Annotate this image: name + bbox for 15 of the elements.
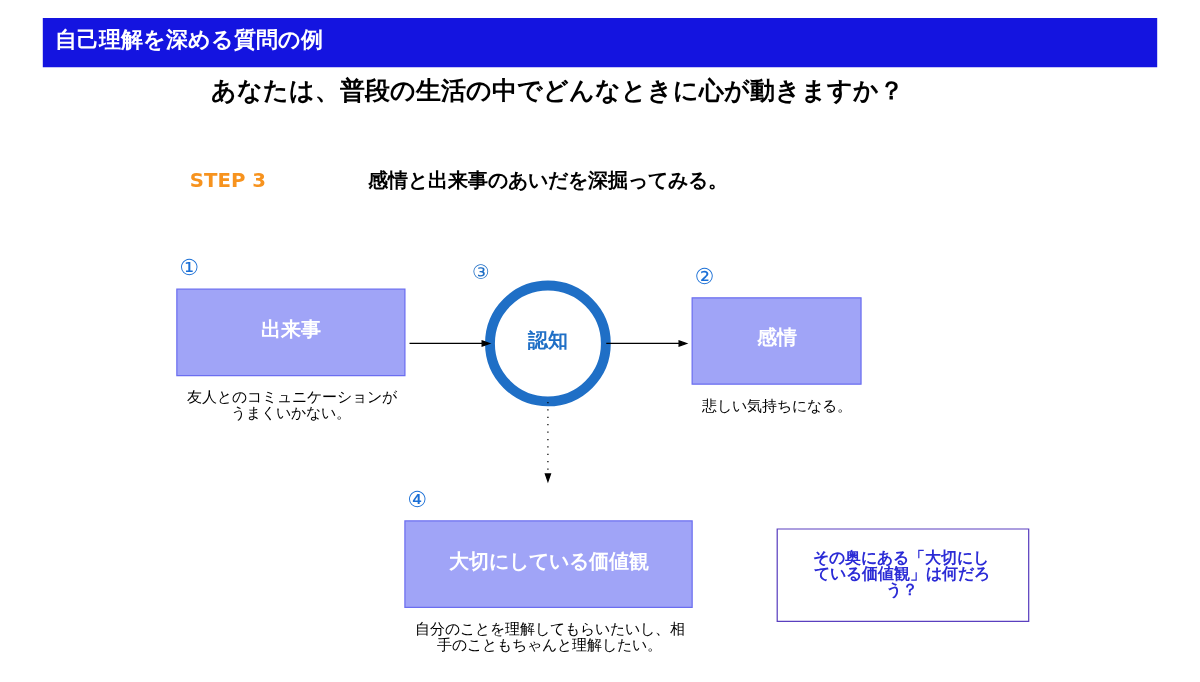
node-label: ①	[179, 253, 200, 280]
arrow	[605, 340, 689, 347]
node-box: その奥にある「大切にしている価値観」は何だろう？	[776, 528, 1030, 623]
arrow	[544, 401, 552, 484]
node-label: 自分のことを理解してもらいたいし、相手のこともちゃんと理解したい。	[414, 619, 685, 653]
label: 感情と出来事のあいだを深掘ってみる。	[367, 168, 728, 192]
node-label: ②	[694, 262, 715, 289]
label: あなたは、普段の生活の中でどんなときに心が動きますか？	[210, 76, 904, 106]
node-label: 友人とのコミュニケーションがうまくいかない。	[186, 388, 397, 422]
diagram-title: 自己理解を深める質問の例	[55, 25, 324, 52]
arrow	[408, 340, 492, 347]
label: STEP 3	[189, 168, 266, 192]
node-label: 悲しい気持ちになる。	[702, 396, 853, 414]
node-circle: 認知	[485, 280, 611, 407]
node-label: ④	[407, 485, 428, 512]
